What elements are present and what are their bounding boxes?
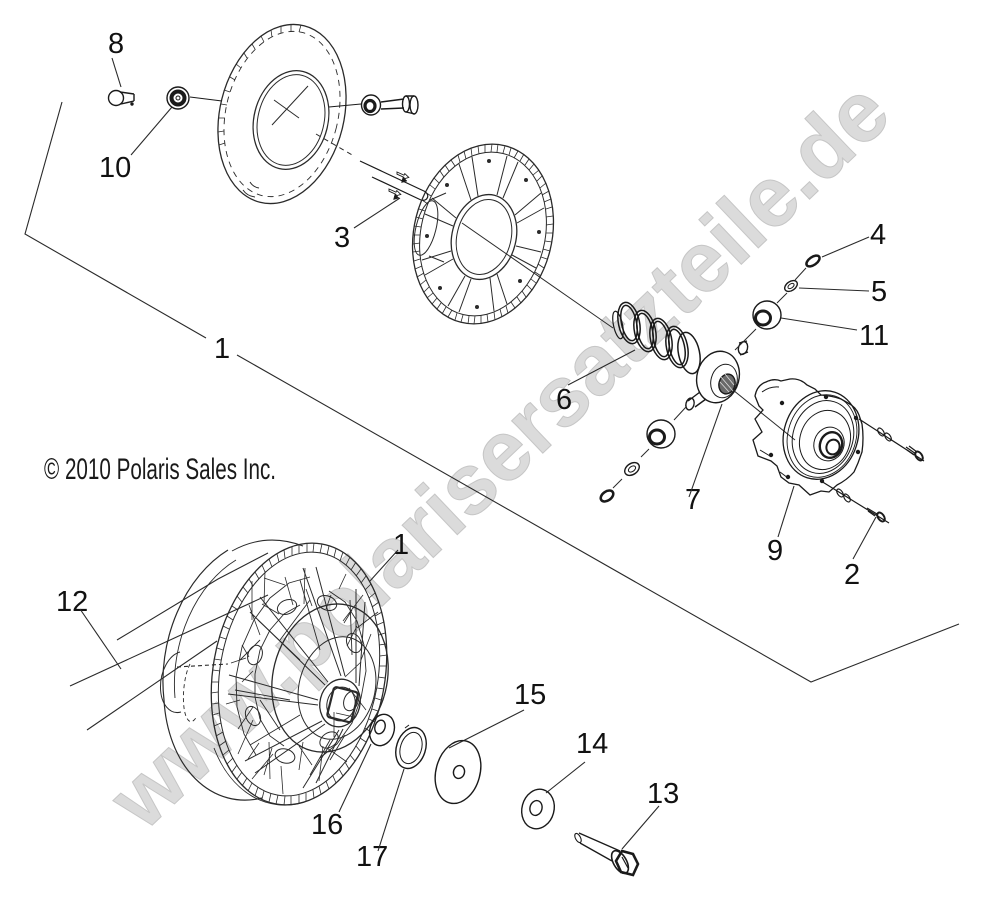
svg-text:14: 14 bbox=[576, 728, 608, 760]
svg-text:8: 8 bbox=[108, 28, 124, 60]
svg-text:16: 16 bbox=[311, 809, 343, 841]
svg-text:1: 1 bbox=[214, 333, 230, 365]
svg-text:3: 3 bbox=[334, 222, 350, 254]
svg-text:© 2010 Polaris Sales Inc.: © 2010 Polaris Sales Inc. bbox=[44, 453, 276, 486]
svg-text:5: 5 bbox=[871, 276, 887, 308]
svg-text:4: 4 bbox=[870, 219, 886, 251]
svg-text:6: 6 bbox=[556, 384, 572, 416]
svg-text:9: 9 bbox=[767, 535, 783, 567]
svg-text:10: 10 bbox=[99, 152, 131, 184]
svg-text:1: 1 bbox=[393, 529, 409, 561]
svg-text:17: 17 bbox=[356, 841, 388, 873]
svg-text:13: 13 bbox=[647, 778, 679, 810]
svg-text:15: 15 bbox=[514, 679, 546, 711]
svg-text:2: 2 bbox=[844, 559, 860, 591]
svg-text:11: 11 bbox=[859, 320, 889, 352]
svg-text:7: 7 bbox=[685, 484, 701, 516]
